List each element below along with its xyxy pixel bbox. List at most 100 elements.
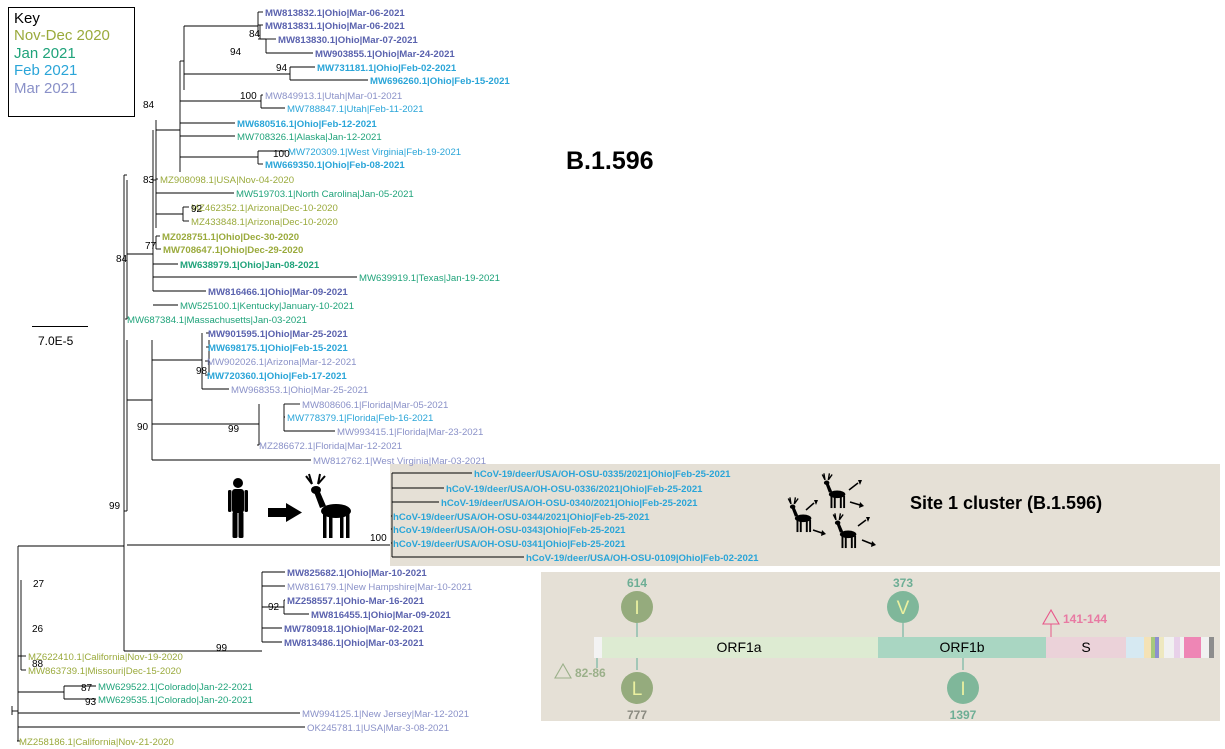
mutation-373-aa: V <box>897 598 910 619</box>
taxon-label: MW816179.1|New Hampshire|Mar-10-2021 <box>287 582 472 593</box>
taxon-label: MW812762.1|West Virginia|Mar-03-2021 <box>313 456 486 467</box>
taxon-label: MW813832.1|Ohio|Mar-06-2021 <box>265 8 405 19</box>
taxon-label: MW901595.1|Ohio|Mar-25-2021 <box>208 329 348 340</box>
taxon-label: OK245781.1|USA|Mar-3-08-2021 <box>307 723 449 734</box>
taxon-label: MZ462352.1|Arizona|Dec-10-2020 <box>191 203 338 214</box>
mutation-777-marker <box>621 672 653 704</box>
bootstrap-value: 99 <box>216 643 228 654</box>
legend-title: Key <box>14 10 40 27</box>
deletion-triangle-icon <box>554 662 572 679</box>
human-to-deer-transmission-illustration <box>228 473 351 538</box>
bootstrap-value: 87 <box>81 683 93 694</box>
taxon-label: MW994125.1|New Jersey|Mar-12-2021 <box>302 709 469 720</box>
taxon-label: MW708647.1|Ohio|Dec-29-2020 <box>163 245 303 256</box>
taxon-label: MW808606.1|Florida|Mar-05-2021 <box>302 400 448 411</box>
orf1a-label: ORF1a <box>716 639 761 655</box>
mutation-1397-aa: I <box>960 679 965 700</box>
taxon-label: MW863739.1|Missouri|Dec-15-2020 <box>28 666 181 677</box>
bootstrap-value: 98 <box>196 366 208 377</box>
s-segment <box>1046 637 1126 658</box>
mutation-614-marker <box>621 591 653 623</box>
taxon-label: MW813831.1|Ohio|Mar-06-2021 <box>265 21 405 32</box>
legend-item-mar-2021: Mar 2021 <box>14 79 78 97</box>
bootstrap-value: 88 <box>32 659 44 670</box>
taxon-label: MW638979.1|Ohio|Jan-08-2021 <box>180 260 320 271</box>
taxon-label: hCoV-19/deer/USA/OH-OSU-0109|Ohio|Feb-02… <box>526 553 759 564</box>
mutation-373-pos: 373 <box>893 576 913 590</box>
s-label: S <box>1081 639 1090 655</box>
taxon-label: MW525100.1|Kentucky|January-10-2021 <box>180 301 354 312</box>
taxon-label: MW629522.1|Colorado|Jan-22-2021 <box>98 682 253 693</box>
taxon-label: MW813486.1|Ohio|Mar-03-2021 <box>284 638 424 649</box>
taxon-label: MW849913.1|Utah|Mar-01-2021 <box>265 91 402 102</box>
bootstrap-value: 99 <box>228 424 240 435</box>
mutation-614-pos: 614 <box>627 576 647 590</box>
taxon-label: MW720360.1|Ohio|Feb-17-2021 <box>207 371 347 382</box>
taxon-label: MZ258186.1|California|Nov-21-2020 <box>19 737 174 748</box>
scale-bar <box>32 326 88 327</box>
bootstrap-value: 77 <box>145 241 157 252</box>
bootstrap-value: 94 <box>230 47 242 58</box>
bootstrap-value: 84 <box>143 100 155 111</box>
taxon-label: hCoV-19/deer/USA/OH-OSU-0336/2021|Ohio|F… <box>446 484 703 495</box>
taxon-label: MZ286672.1|Florida|Mar-12-2021 <box>259 441 402 452</box>
taxon-label: MW780918.1|Ohio|Mar-02-2021 <box>284 624 424 635</box>
taxon-label: MW680516.1|Ohio|Feb-12-2021 <box>237 119 377 130</box>
taxon-label: MW968353.1|Ohio|Mar-25-2021 <box>231 385 368 396</box>
taxon-label: MZ622410.1|California|Nov-19-2020 <box>28 652 183 663</box>
deer-herd-illustration <box>787 473 876 549</box>
bootstrap-value: 100 <box>370 533 387 544</box>
human-icon <box>228 478 248 538</box>
taxon-label: MW778379.1|Florida|Feb-16-2021 <box>287 413 433 424</box>
legend-item-feb-2021: Feb 2021 <box>14 62 78 80</box>
arrow-right-icon <box>268 503 302 522</box>
bootstrap-value: 84 <box>116 254 128 265</box>
mutation-1397-pos: 1397 <box>950 708 977 722</box>
taxon-label: MW687384.1|Massachusetts|Jan-03-2021 <box>127 315 307 326</box>
genome-map: ORF1a ORF1b S I 614 L 777 V 373 I 1397 1… <box>554 576 1214 722</box>
taxon-label: MW902026.1|Arizona|Mar-12-2021 <box>207 357 357 368</box>
taxon-label: MW698175.1|Ohio|Feb-15-2021 <box>208 343 348 354</box>
bootstrap-value: 100 <box>240 91 257 102</box>
legend-key: Key Nov-Dec 2020 Jan 2021 Feb 2021 Mar 2… <box>8 7 135 117</box>
taxon-label: MW816466.1|Ohio|Mar-09-2021 <box>208 287 348 298</box>
taxon-label: MW816455.1|Ohio|Mar-09-2021 <box>311 610 451 621</box>
orf1b-label: ORF1b <box>939 639 984 655</box>
bootstrap-value: 92 <box>191 204 203 215</box>
bootstrap-value: 83 <box>143 175 155 186</box>
deletion-141-144-label: 141-144 <box>1063 612 1107 626</box>
orf1b-segment <box>878 637 1046 658</box>
taxon-label: MW696260.1|Ohio|Feb-15-2021 <box>370 76 510 87</box>
bootstrap-value: 99 <box>109 501 121 512</box>
taxon-label: MW813830.1|Ohio|Mar-07-2021 <box>278 35 418 46</box>
legend-item-jan-2021: Jan 2021 <box>14 44 76 62</box>
taxon-label: MW629535.1|Colorado|Jan-20-2021 <box>98 695 253 706</box>
mutation-777-aa: L <box>632 679 643 700</box>
taxon-label: MW519703.1|North Carolina|Jan-05-2021 <box>236 189 414 200</box>
taxon-label: MW731181.1|Ohio|Feb-02-2021 <box>317 63 457 74</box>
deletion-82-86-label: 82-86 <box>575 666 606 680</box>
taxon-label: MW993415.1|Florida|Mar-23-2021 <box>337 427 483 438</box>
taxon-label: hCoV-19/deer/USA/OH-OSU-0335/2021|Ohio|F… <box>474 469 731 480</box>
taxon-label: MW639919.1|Texas|Jan-19-2021 <box>359 273 500 284</box>
taxon-label: MZ433848.1|Arizona|Dec-10-2020 <box>191 217 338 228</box>
bootstrap-value: 93 <box>85 697 97 708</box>
site1-cluster-label: Site 1 cluster (B.1.596) <box>910 493 1103 513</box>
taxon-label: MW669350.1|Ohio|Feb-08-2021 <box>265 160 405 171</box>
taxon-label: MW825682.1|Ohio|Mar-10-2021 <box>287 568 427 579</box>
taxon-label: MW720309.1|West Virginia|Feb-19-2021 <box>288 147 461 158</box>
taxon-label: hCoV-19/deer/USA/OH-OSU-0344/2021|Ohio|F… <box>393 512 650 523</box>
mutation-373-marker <box>887 591 919 623</box>
mutation-614-aa: I <box>634 598 639 619</box>
bootstrap-value: 84 <box>249 29 261 40</box>
taxon-label: MZ028751.1|Ohio|Dec-30-2020 <box>162 232 299 243</box>
legend-item-nov-dec-2020: Nov-Dec 2020 <box>14 27 110 44</box>
bootstrap-value: 94 <box>276 63 288 74</box>
orf1a-segment <box>602 637 878 658</box>
bootstrap-value: 27 <box>33 579 45 590</box>
scale-bar-label: 7.0E-5 <box>38 334 74 348</box>
clade-label: B.1.596 <box>566 147 654 175</box>
mutation-1397-marker <box>947 672 979 704</box>
taxon-label: MW788847.1|Utah|Feb-11-2021 <box>287 104 424 115</box>
